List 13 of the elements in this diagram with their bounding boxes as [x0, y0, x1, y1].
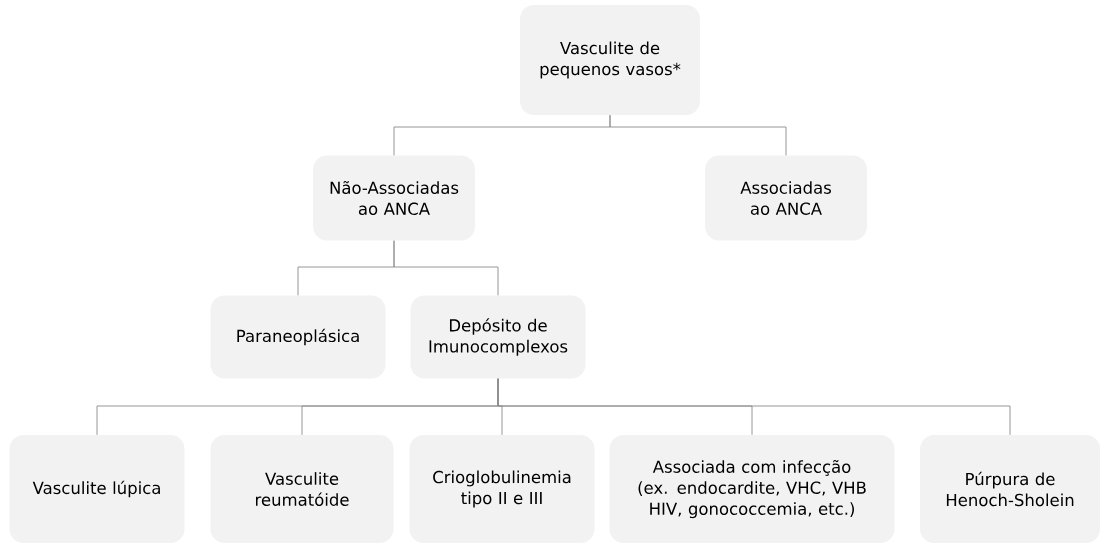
category-box: Crioglobulinemia tipo II e III	[409, 435, 595, 543]
connector-line	[497, 378, 1011, 436]
category-box: Depósito de Imunocomplexos	[410, 295, 586, 379]
category-box: Não-Associadas ao ANCA	[313, 155, 475, 241]
category-box: Vasculite lúpica	[9, 435, 185, 543]
connector-line	[609, 114, 787, 156]
category-box: Vasculite de pequenos vasos*	[520, 5, 700, 115]
category-box: Vasculite reumatóide	[210, 435, 394, 543]
category-box: Púrpura de Henoch-Sholein	[920, 435, 1100, 543]
connector-line	[393, 240, 499, 296]
category-box: Associada com infecção (ex. endocardite, VHC, VHB HIV, gonococcemia, etc.)	[609, 435, 895, 543]
category-box: Paraneoplásica	[210, 295, 386, 379]
category-box: Associadas ao ANCA	[705, 155, 867, 241]
